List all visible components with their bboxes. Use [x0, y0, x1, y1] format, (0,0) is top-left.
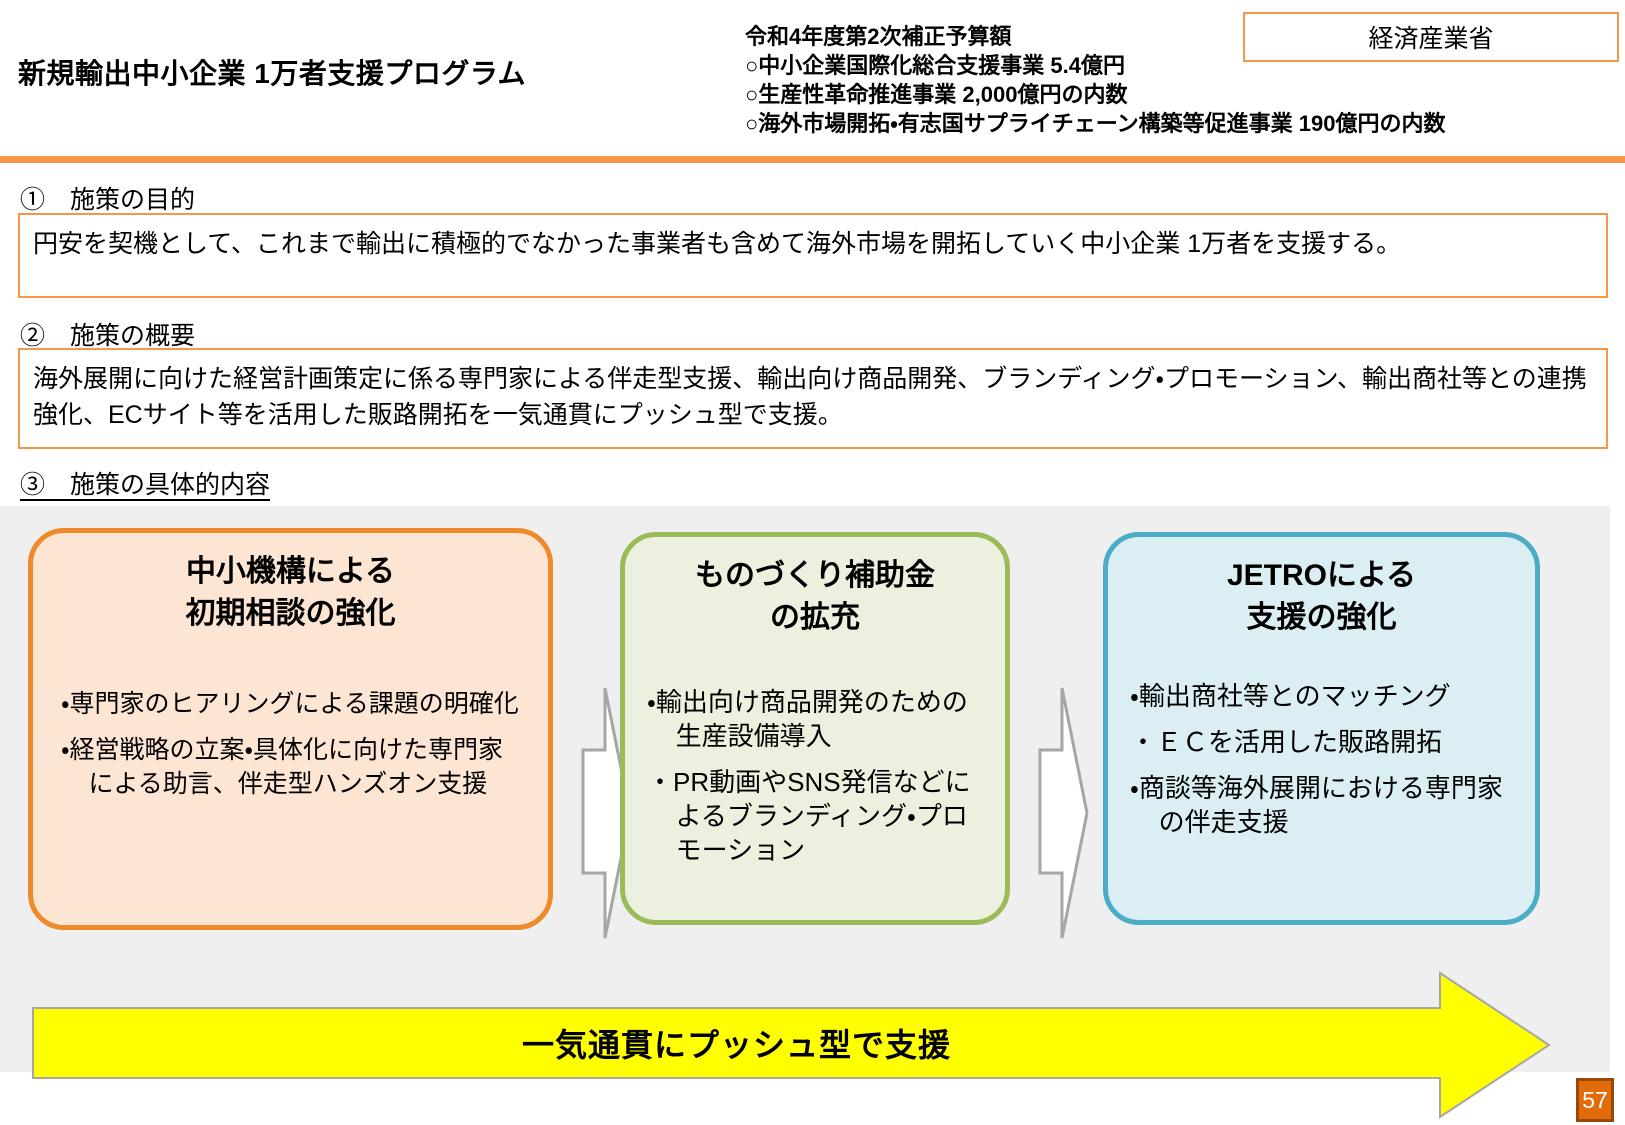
card-bullet-list: 専門家のヒアリングによる課題の明確化 経営戦略の立案・具体化に向けた専門家による… — [61, 687, 524, 801]
flow-arrow-icon — [581, 687, 632, 939]
bullet-item: ＥＣを活用した販路開拓 — [1130, 725, 1521, 759]
ministry-label: 経済産業省 — [1368, 25, 1494, 53]
page-number: 57 — [1582, 1086, 1608, 1113]
bullet-item: 商談等海外展開における専門家の伴走支援 — [1130, 771, 1521, 839]
bullet-item: 輸出商社等とのマッチング — [1130, 679, 1521, 713]
support-card-smrj: 中小機構による 初期相談の強化 専門家のヒアリングによる課題の明確化 経営戦略の… — [28, 528, 553, 930]
overview-text: 海外展開に向けた経営計画策定に係る専門家による伴走型支援、輸出向け商品開発、ブラ… — [33, 365, 1587, 429]
bullet-item: 専門家のヒアリングによる課題の明確化 — [61, 687, 524, 721]
card-title: ものづくり補助金 の拡充 — [695, 559, 935, 634]
budget-line: ○生産性革命推進事業 2,000億円の内数 — [745, 82, 1128, 107]
support-card-monodukuri: ものづくり補助金 の拡充 輸出向け商品開発のための生産設備導入 PR動画やSNS… — [620, 532, 1010, 925]
bullet-item: 経営戦略の立案・具体化に向けた専門家による助言、伴走型ハンズオン支援 — [61, 733, 524, 801]
ministry-badge: 経済産業省 — [1243, 12, 1619, 62]
page-title: 新規輸出中小企業 1万者支援プログラム — [18, 58, 527, 89]
header-divider — [0, 156, 1625, 163]
budget-line: 令和4年度第2次補正予算額 — [745, 24, 1012, 49]
section-body-purpose: 円安を契機として、これまで輸出に積極的でなかった事業者も含めて海外市場を開拓して… — [18, 213, 1608, 298]
flow-arrow-icon — [1038, 687, 1089, 939]
page-number-badge: 57 — [1576, 1078, 1614, 1122]
card-title: JETROによる 支援の強化 — [1226, 559, 1417, 634]
support-card-jetro: JETROによる 支援の強化 輸出商社等とのマッチング ＥＣを活用した販路開拓 … — [1103, 532, 1540, 925]
bullet-item: PR動画やSNS発信などによるブランディング・プロモーション — [647, 765, 989, 867]
push-arrow-icon — [32, 971, 1551, 1119]
bullet-item: 輸出向け商品開発のための生産設備導入 — [647, 685, 989, 753]
budget-line: ○中小企業国際化総合支援事業 5.4億円 — [745, 53, 1125, 78]
push-arrow-label: 一気通貫にプッシュ型で支援 — [521, 1027, 951, 1063]
section-body-overview: 海外展開に向けた経営計画策定に係る専門家による伴走型支援、輸出向け商品開発、ブラ… — [18, 348, 1608, 449]
section-heading-overview: ② 施策の概要 — [20, 322, 196, 350]
section-heading-purpose: ① 施策の目的 — [20, 186, 196, 214]
budget-line: ○海外市場開拓・有志国サプライチェーン構築等促進事業 190億円の内数 — [745, 111, 1446, 136]
purpose-text: 円安を契機として、これまで輸出に積極的でなかった事業者も含めて海外市場を開拓して… — [33, 230, 1402, 258]
card-title: 中小機構による 初期相談の強化 — [185, 555, 396, 630]
card-bullet-list: 輸出商社等とのマッチング ＥＣを活用した販路開拓 商談等海外展開における専門家の… — [1130, 679, 1521, 839]
section-heading-details: ③ 施策の具体的内容 — [20, 471, 271, 499]
card-bullet-list: 輸出向け商品開発のための生産設備導入 PR動画やSNS発信などによるブランディン… — [647, 685, 989, 867]
budget-summary: 令和4年度第2次補正予算額 ○中小企業国際化総合支援事業 5.4億円 ○生産性革… — [745, 22, 1446, 138]
